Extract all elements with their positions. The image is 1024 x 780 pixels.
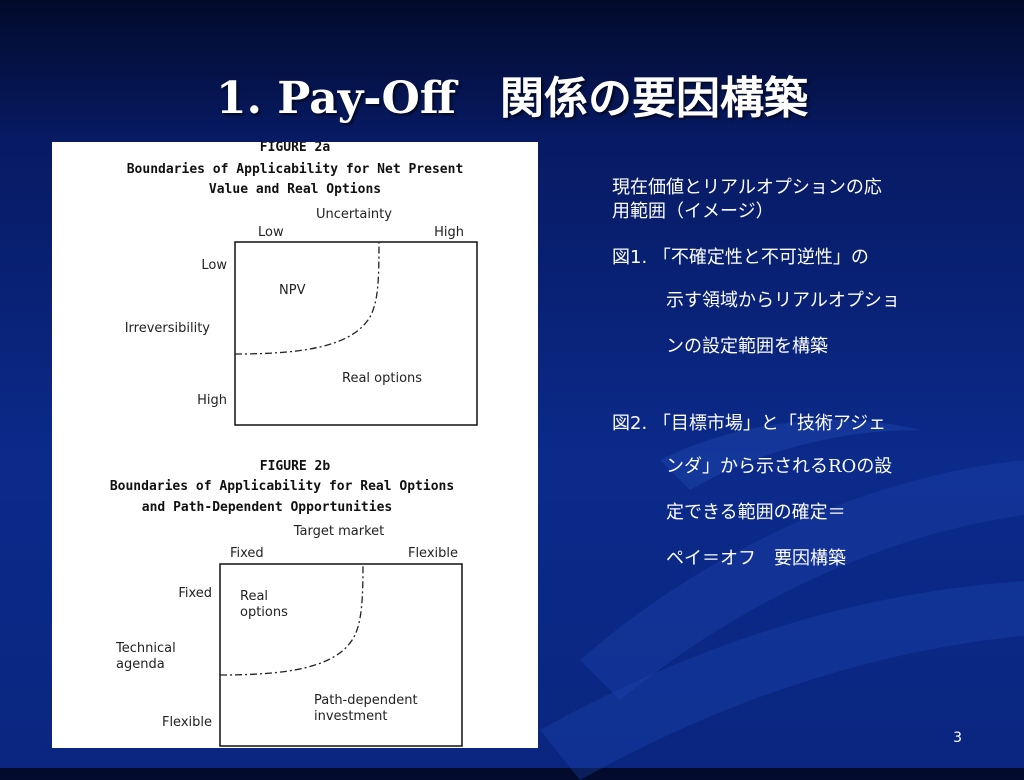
notes-item-2-ro: RO (828, 456, 857, 477)
notes-item-2-line-2-post: の設 (856, 456, 893, 477)
notes-item-1-line-2: 示す領域からリアルオプショ (666, 290, 900, 311)
figure-panel: FIGURE 2a Boundaries of Applicability fo… (52, 142, 538, 748)
notes-intro-line-2: 用範囲（イメージ） (612, 201, 774, 222)
figure-b-y-high: Flexible (162, 715, 212, 730)
figure-a-y-low: Low (201, 258, 227, 273)
figure-b-heading: FIGURE 2b (260, 459, 331, 474)
figure-a-x-low: Low (258, 225, 284, 240)
figures-svg: FIGURE 2a Boundaries of Applicability fo… (110, 142, 478, 747)
figure-b-y-low: Fixed (178, 586, 212, 601)
figure-b-region-lower-1: Path-dependent (314, 693, 418, 708)
figure-b-x-low: Fixed (230, 546, 264, 561)
figure-a-heading: FIGURE 2a (260, 142, 331, 155)
notes-panel: 現在価値とリアルオプションの応 用範囲（イメージ） 図1. 「不確定性と不可逆性… (612, 176, 972, 616)
notes-item-1-continuation: 示す領域からリアルオプショ ンの設定範囲を構築 (612, 278, 972, 370)
figure-b-region-upper-1: Real (240, 589, 268, 604)
notes-item-2-line-2-pre: ンダ」から示される (666, 456, 828, 477)
figure-b-frame (219, 563, 463, 747)
notes-item-1-line-3: ンの設定範囲を構築 (666, 336, 828, 357)
figure-b-subtitle-2: and Path-Dependent Opportunities (142, 500, 392, 515)
figure-b-boundary-curve (219, 563, 364, 676)
figure-b-y-axis-label-2: agenda (116, 657, 165, 672)
notes-item-2-line-3: 定できる範囲の確定＝ (666, 502, 846, 523)
figure-a-frame (234, 241, 478, 426)
notes-item-2-line-2: ンダ」から示されるROの設 (666, 444, 972, 490)
figure-a-subtitle-1: Boundaries of Applicability for Net Pres… (127, 162, 464, 177)
notes-item-figure-2: 図2. 「目標市場」と「技術アジェ ンダ」から示されるROの設 定できる範囲の確… (612, 404, 972, 582)
figure-a-y-high: High (197, 393, 227, 408)
figure-a-region-lower: Real options (342, 371, 422, 386)
page-number: 3 (953, 730, 962, 746)
figure-b-region-lower-2: investment (314, 709, 387, 724)
figure-a-region-upper: NPV (279, 283, 306, 298)
notes-item-2-continuation: ンダ」から示されるROの設 定できる範囲の確定＝ ペイ＝オフ 要因構築 (612, 444, 972, 582)
figure-b-x-axis-label: Target market (293, 524, 385, 539)
figure-a-subtitle-2: Value and Real Options (209, 182, 381, 197)
figure-b-region-upper-2: options (240, 605, 288, 620)
figure-b-y-axis-label-1: Technical (115, 641, 176, 656)
figure-a-boundary-curve (234, 241, 380, 355)
notes-item-2-line-4: ペイ＝オフ 要因構築 (666, 548, 846, 569)
notes-intro: 現在価値とリアルオプションの応 用範囲（イメージ） (612, 176, 972, 224)
notes-item-2-line-1: 図2. 「目標市場」と「技術アジェ (612, 413, 887, 434)
figure-b-x-high: Flexible (408, 546, 458, 561)
figure-a-y-axis-label: Irreversibility (125, 321, 211, 336)
figure-b-subtitle-1: Boundaries of Applicability for Real Opt… (110, 479, 454, 494)
notes-item-1-line-1: 図1. 「不確定性と不可逆性」の (612, 247, 869, 268)
figure-a-x-axis-label: Uncertainty (316, 207, 392, 222)
notes-intro-line-1: 現在価値とリアルオプションの応 (612, 177, 882, 198)
slide-title: 1. Pay-Off 関係の要因構築 (216, 73, 808, 124)
notes-item-figure-1: 図1. 「不確定性と不可逆性」の 示す領域からリアルオプショ ンの設定範囲を構築 (612, 238, 972, 370)
figure-a-x-high: High (434, 225, 464, 240)
